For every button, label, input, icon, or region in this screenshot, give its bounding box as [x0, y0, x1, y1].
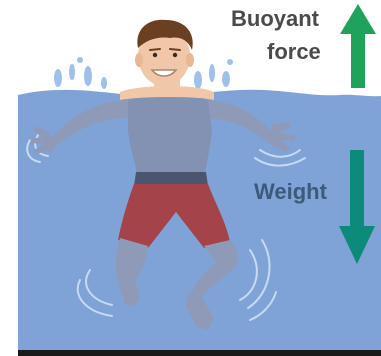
buoyant-force-label: Buoyant [231, 8, 319, 30]
waistband [134, 172, 208, 186]
buoyant-force-label-line2: force [267, 41, 321, 63]
bottom-border [18, 350, 381, 356]
splash-left [54, 57, 107, 89]
splash-right [194, 59, 233, 89]
arrow-up-icon [340, 4, 376, 88]
torso [128, 96, 212, 179]
weight-label: Weight [254, 181, 327, 203]
